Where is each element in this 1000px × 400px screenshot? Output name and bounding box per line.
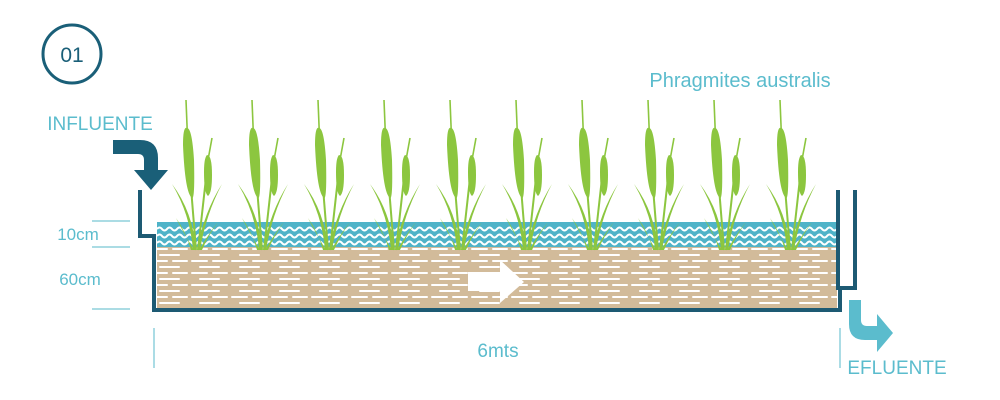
reed-plant-icon — [634, 99, 684, 251]
length-dimension: 6mts — [153, 328, 841, 368]
step-badge-icon — [41, 23, 103, 85]
depth-scale: 10cm 60cm — [57, 220, 130, 310]
reed-plant-icon — [568, 99, 618, 251]
reed-plant-icon — [766, 99, 816, 251]
reed-plant-icon — [436, 99, 486, 251]
reed-plant-icon — [172, 99, 222, 251]
tank-outline — [138, 190, 857, 312]
step-badge: 01 — [41, 23, 103, 85]
reed-plant-icon — [304, 99, 354, 251]
reed-plant-icon — [238, 99, 288, 251]
water-depth-label: 10cm — [57, 225, 99, 244]
outlet-label: EFLUENTE — [847, 358, 946, 379]
substrate-depth-label: 60cm — [59, 270, 101, 289]
reed-plant-icon — [700, 99, 750, 251]
inlet-arrow-icon — [113, 140, 168, 190]
reed-plant-icon — [370, 99, 420, 251]
flow-arrow-icon — [468, 260, 524, 303]
reed-plant-icon — [502, 99, 552, 251]
reeds-group — [172, 99, 816, 251]
species-label: Phragmites australis — [649, 70, 830, 92]
length-label: 6mts — [477, 341, 518, 362]
step-number: 01 — [60, 44, 83, 67]
outlet-arrow-icon — [849, 300, 893, 352]
inlet-label: INFLUENTE — [47, 114, 153, 135]
